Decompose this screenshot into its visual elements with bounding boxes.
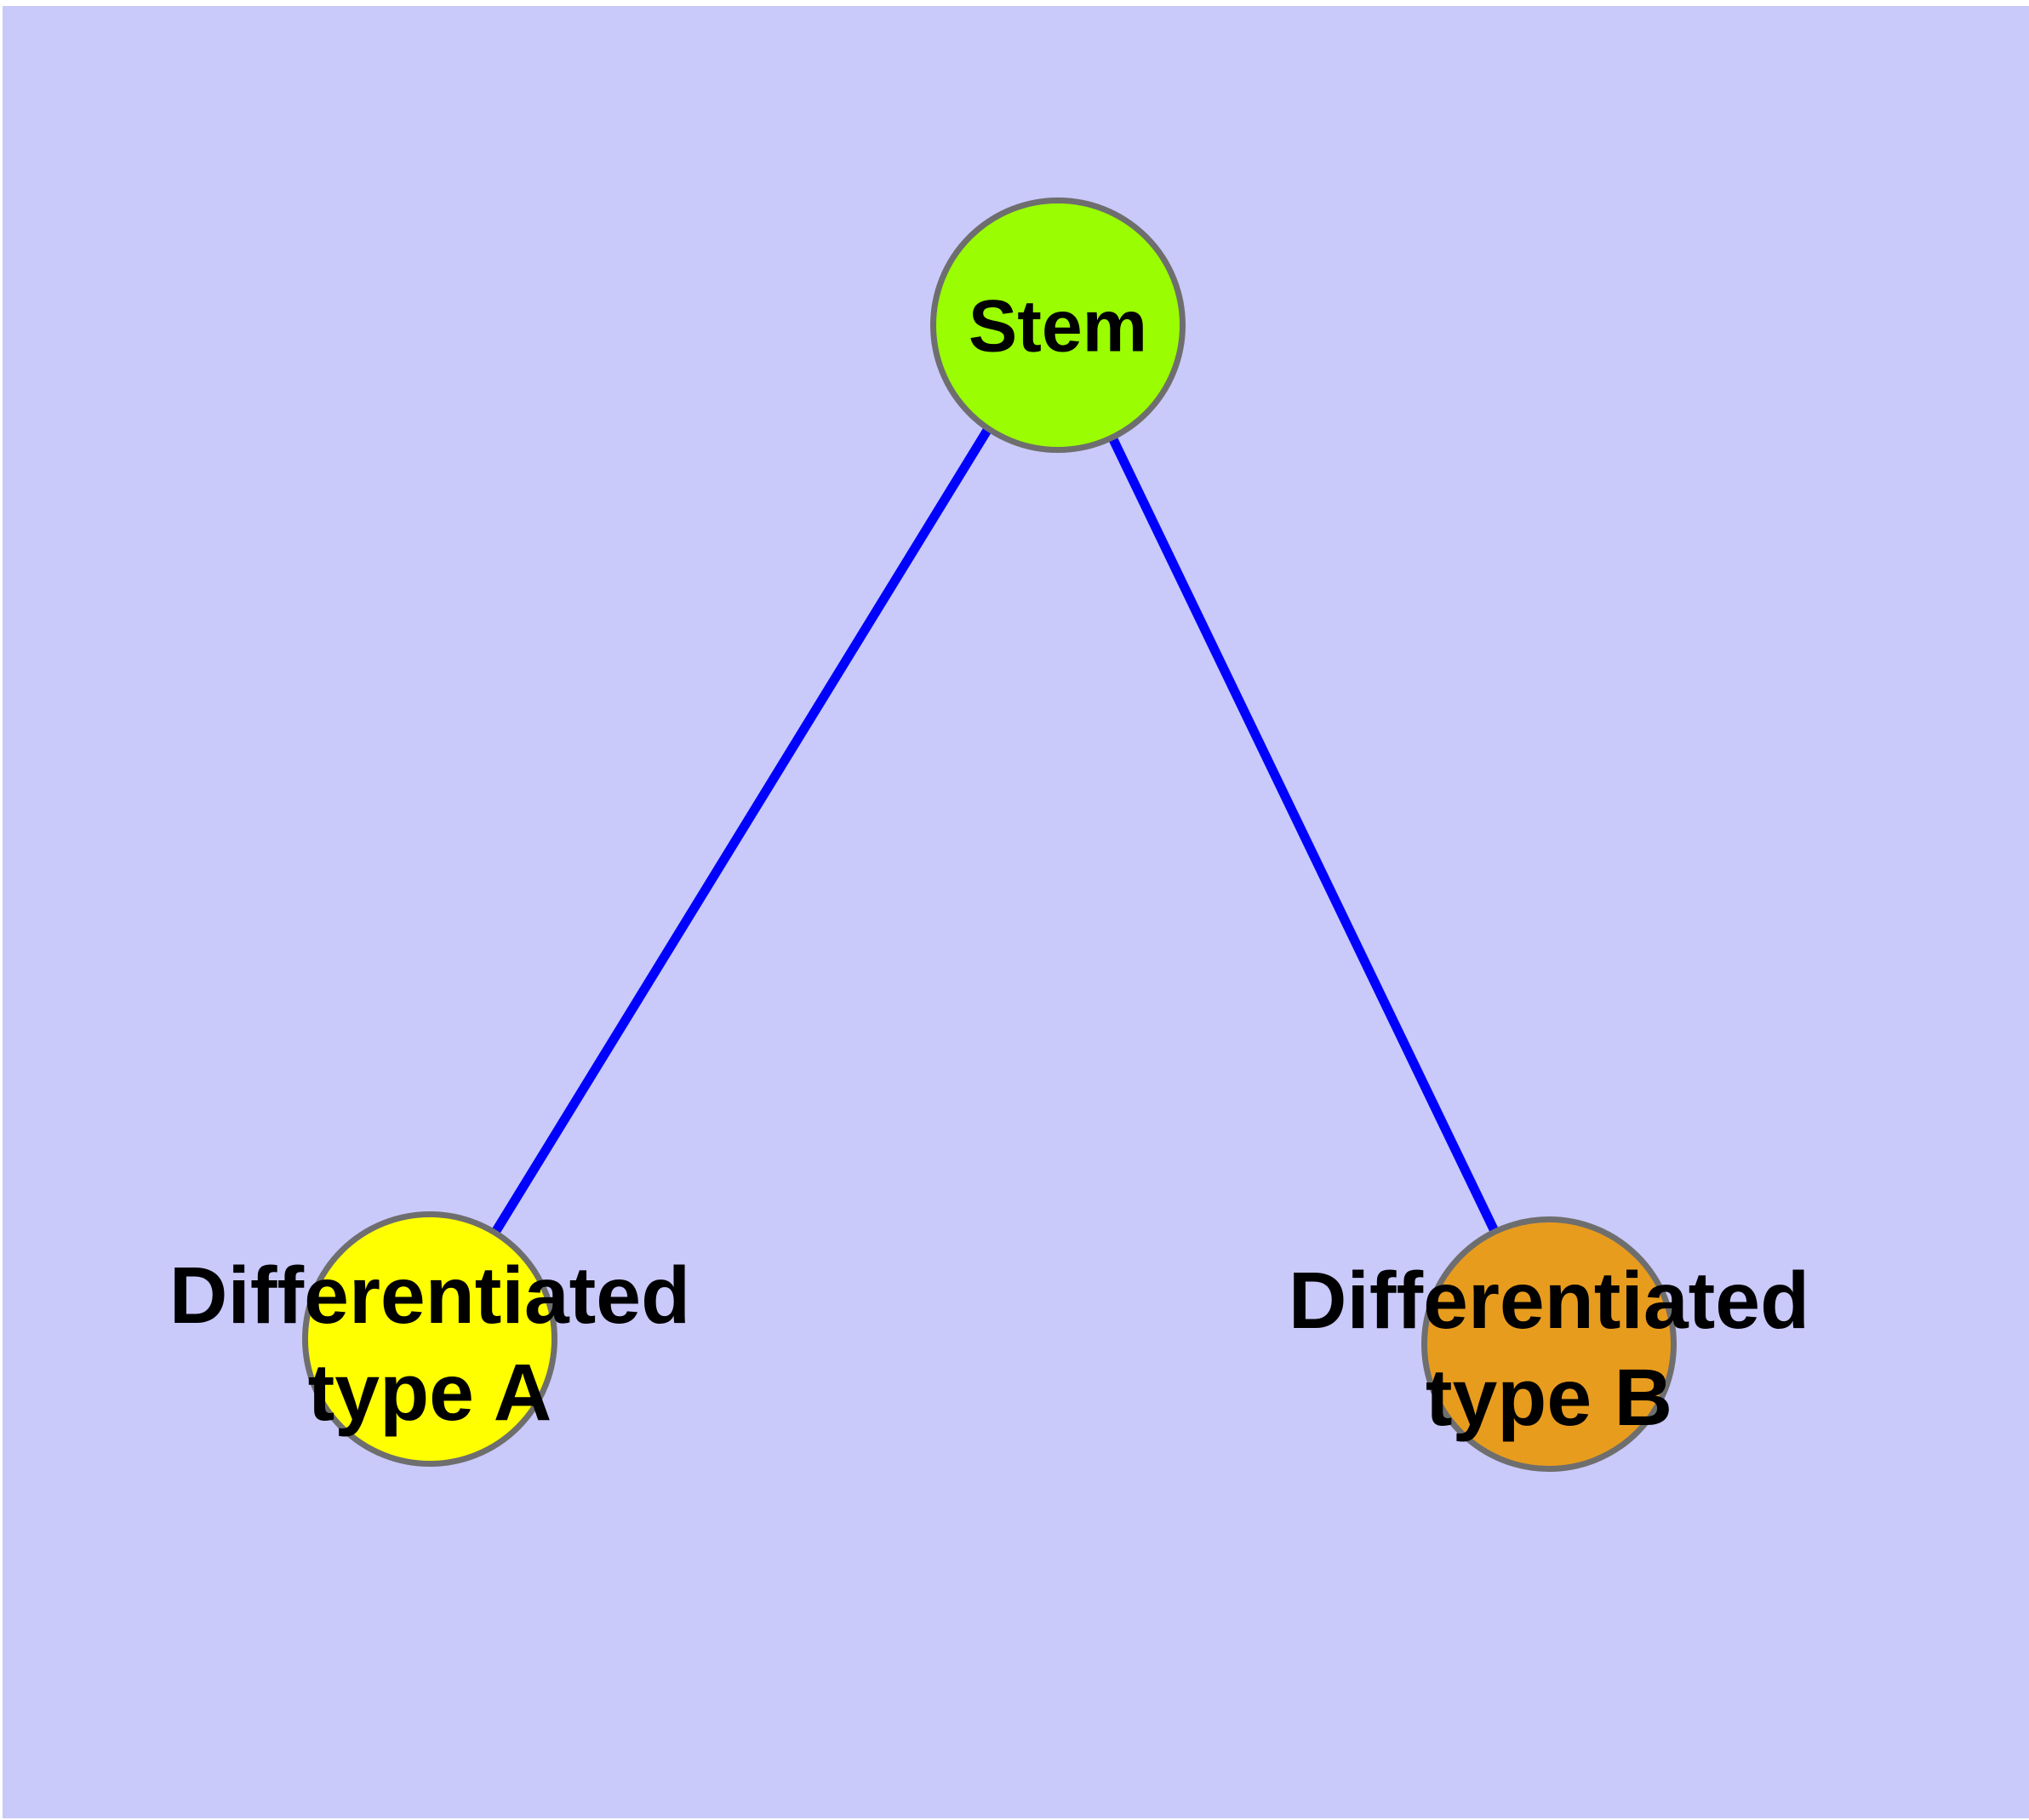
node-differentiated-type-a-circle <box>302 1211 557 1467</box>
edges-layer <box>426 317 1553 1347</box>
node-stem-label: Stem <box>968 285 1148 368</box>
edge-stem-to-type-a <box>426 317 1060 1342</box>
node-stem-circle <box>930 197 1186 453</box>
node-differentiated-type-a-label-line1: Differentiated <box>169 1251 691 1341</box>
node-differentiated-type-a-label: Differentiated type A <box>169 1247 690 1441</box>
node-differentiated-type-b-circle <box>1421 1216 1677 1472</box>
node-differentiated-type-b-label-line1: Differentiated <box>1288 1256 1810 1346</box>
node-differentiated-type-b-label-line2: type B <box>1425 1353 1673 1443</box>
node-differentiated-type-b-label: Differentiated type B <box>1289 1252 1809 1446</box>
node-differentiated-type-a-label-line2: type A <box>307 1348 552 1438</box>
edge-stem-to-type-b <box>1051 317 1553 1347</box>
diagram-canvas: Stem Differentiated type A Differentiate… <box>3 6 2029 1818</box>
